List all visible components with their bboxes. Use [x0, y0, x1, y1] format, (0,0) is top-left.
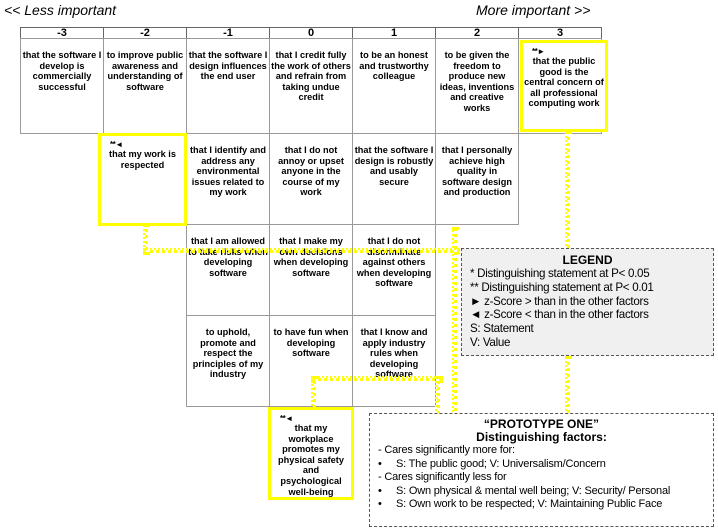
highlighted-statement-work-respected: **◄ that my work is respected [98, 133, 187, 226]
prototype-subtitle: Distinguishing factors: [476, 430, 607, 444]
statement-cell: to uphold, promote and respect the princ… [186, 315, 270, 407]
statement-cell: that the software I develop is commercia… [20, 38, 104, 134]
prototype-bullet-text: S: Own physical & mental well being; V: … [396, 484, 671, 497]
statement-cell: that the software I design influences th… [186, 38, 270, 134]
legend-title: LEGEND [562, 253, 613, 267]
connector-line [565, 356, 570, 419]
prototype-title: “PROTOTYPE ONE” [483, 417, 600, 431]
statement-cell: to be an honest and trustworthy colleagu… [352, 38, 436, 134]
legend-line: * Distinguishing statement at P< 0.05 [470, 267, 650, 280]
prototype-line: - Cares significantly more for: [378, 444, 515, 456]
statement-text: to have fun when developing software [273, 327, 349, 359]
statement-text: that I do not annoy or upset anyone in t… [278, 145, 344, 198]
statement-text: that the software I develop is commercia… [22, 50, 102, 92]
significance-marker: **◄ [110, 140, 123, 149]
statement-text: to improve public awareness and understa… [106, 50, 184, 92]
connector-line [565, 131, 570, 254]
prototype-line: - Cares significantly less for [378, 471, 507, 484]
more-important-label: More important >> [476, 2, 591, 18]
highlighted-statement-public-good: **► that the public good is the central … [520, 40, 608, 132]
statement-text: that the software I design influences th… [188, 50, 268, 82]
bullet-icon: • [378, 498, 382, 511]
statement-text: that I know and apply industry rules whe… [360, 327, 428, 380]
bullet-icon: • [378, 484, 382, 497]
statement-text: that my work is respected [109, 149, 176, 170]
legend-line: ◄ z-Score < than in the other factors [470, 308, 649, 322]
statement-cell: that I do not annoy or upset anyone in t… [269, 133, 353, 225]
legend-line: ► z-Score > than in the other factors [470, 294, 649, 308]
statement-cell: to improve public awareness and understa… [103, 38, 187, 134]
prototype-bullet-item: • S: Own physical & mental well being; V:… [378, 485, 705, 499]
less-important-label: << Less important [4, 2, 117, 18]
statement-cell: that I do not discriminate against other… [352, 224, 436, 316]
statement-cell: that I make my own decisions when develo… [269, 224, 353, 316]
statement-text: to uphold, promote and respect the princ… [192, 327, 264, 380]
statement-text: that the public good is the central conc… [524, 56, 604, 109]
prototype-bullet-item: • S: Own work to be respected; V: Maintai… [378, 498, 705, 512]
significance-marker: **► [532, 47, 545, 56]
prototype-box: “PROTOTYPE ONE” Distinguishing factors: … [369, 413, 714, 527]
highlighted-statement-workplace-safety: **◄ that my workplace promotes my physic… [268, 407, 354, 500]
statement-cell: to be given the freedom to produce new i… [435, 38, 519, 134]
statement-text: to be an honest and trustworthy colleagu… [359, 50, 429, 82]
legend-line: V: Value [470, 335, 511, 349]
statement-text: that my workplace promotes my physical s… [278, 423, 344, 497]
statement-cell: that the software I design is robustly a… [352, 133, 436, 225]
statement-text: that I credit fully the work of others a… [271, 50, 351, 103]
connector-line [311, 376, 443, 381]
prototype-bullet-text: S: The public good; V: Universalism/Conc… [396, 457, 606, 470]
statement-text: that I do not discriminate against other… [356, 236, 432, 289]
prototype-bullet-item: • S: The public good; V: Universalism/Con… [378, 458, 705, 472]
statement-text: to be given the freedom to produce new i… [439, 50, 515, 113]
statement-cell: to have fun when developing software [269, 315, 353, 407]
statement-text: that I identify and address any environm… [189, 145, 267, 198]
statement-text: that I make my own decisions when develo… [273, 236, 349, 278]
statement-text: that I personally achieve high quality i… [441, 145, 513, 198]
statement-cell: that I am allowed to take risks when dev… [186, 224, 270, 316]
prototype-bullet-text: S: Own work to be respected; V: Maintain… [396, 498, 663, 511]
statement-text: that the software I design is robustly a… [354, 145, 434, 187]
connector-line [452, 227, 457, 419]
statement-cell: that I identify and address any environm… [186, 133, 270, 225]
statement-text: that I am allowed to take risks when dev… [188, 236, 268, 278]
statement-cell: that I credit fully the work of others a… [269, 38, 353, 134]
legend-line: S: Statement [470, 322, 534, 336]
significance-marker: **◄ [280, 414, 293, 423]
legend-line: ** Distinguishing statement at P< 0.01 [470, 280, 654, 294]
connector-line [143, 248, 460, 253]
statement-cell: that I know and apply industry rules whe… [352, 315, 436, 407]
bullet-icon: • [378, 457, 382, 470]
legend-box: LEGEND * Distinguishing statement at P< … [461, 248, 714, 356]
statement-cell: that I personally achieve high quality i… [435, 133, 519, 225]
